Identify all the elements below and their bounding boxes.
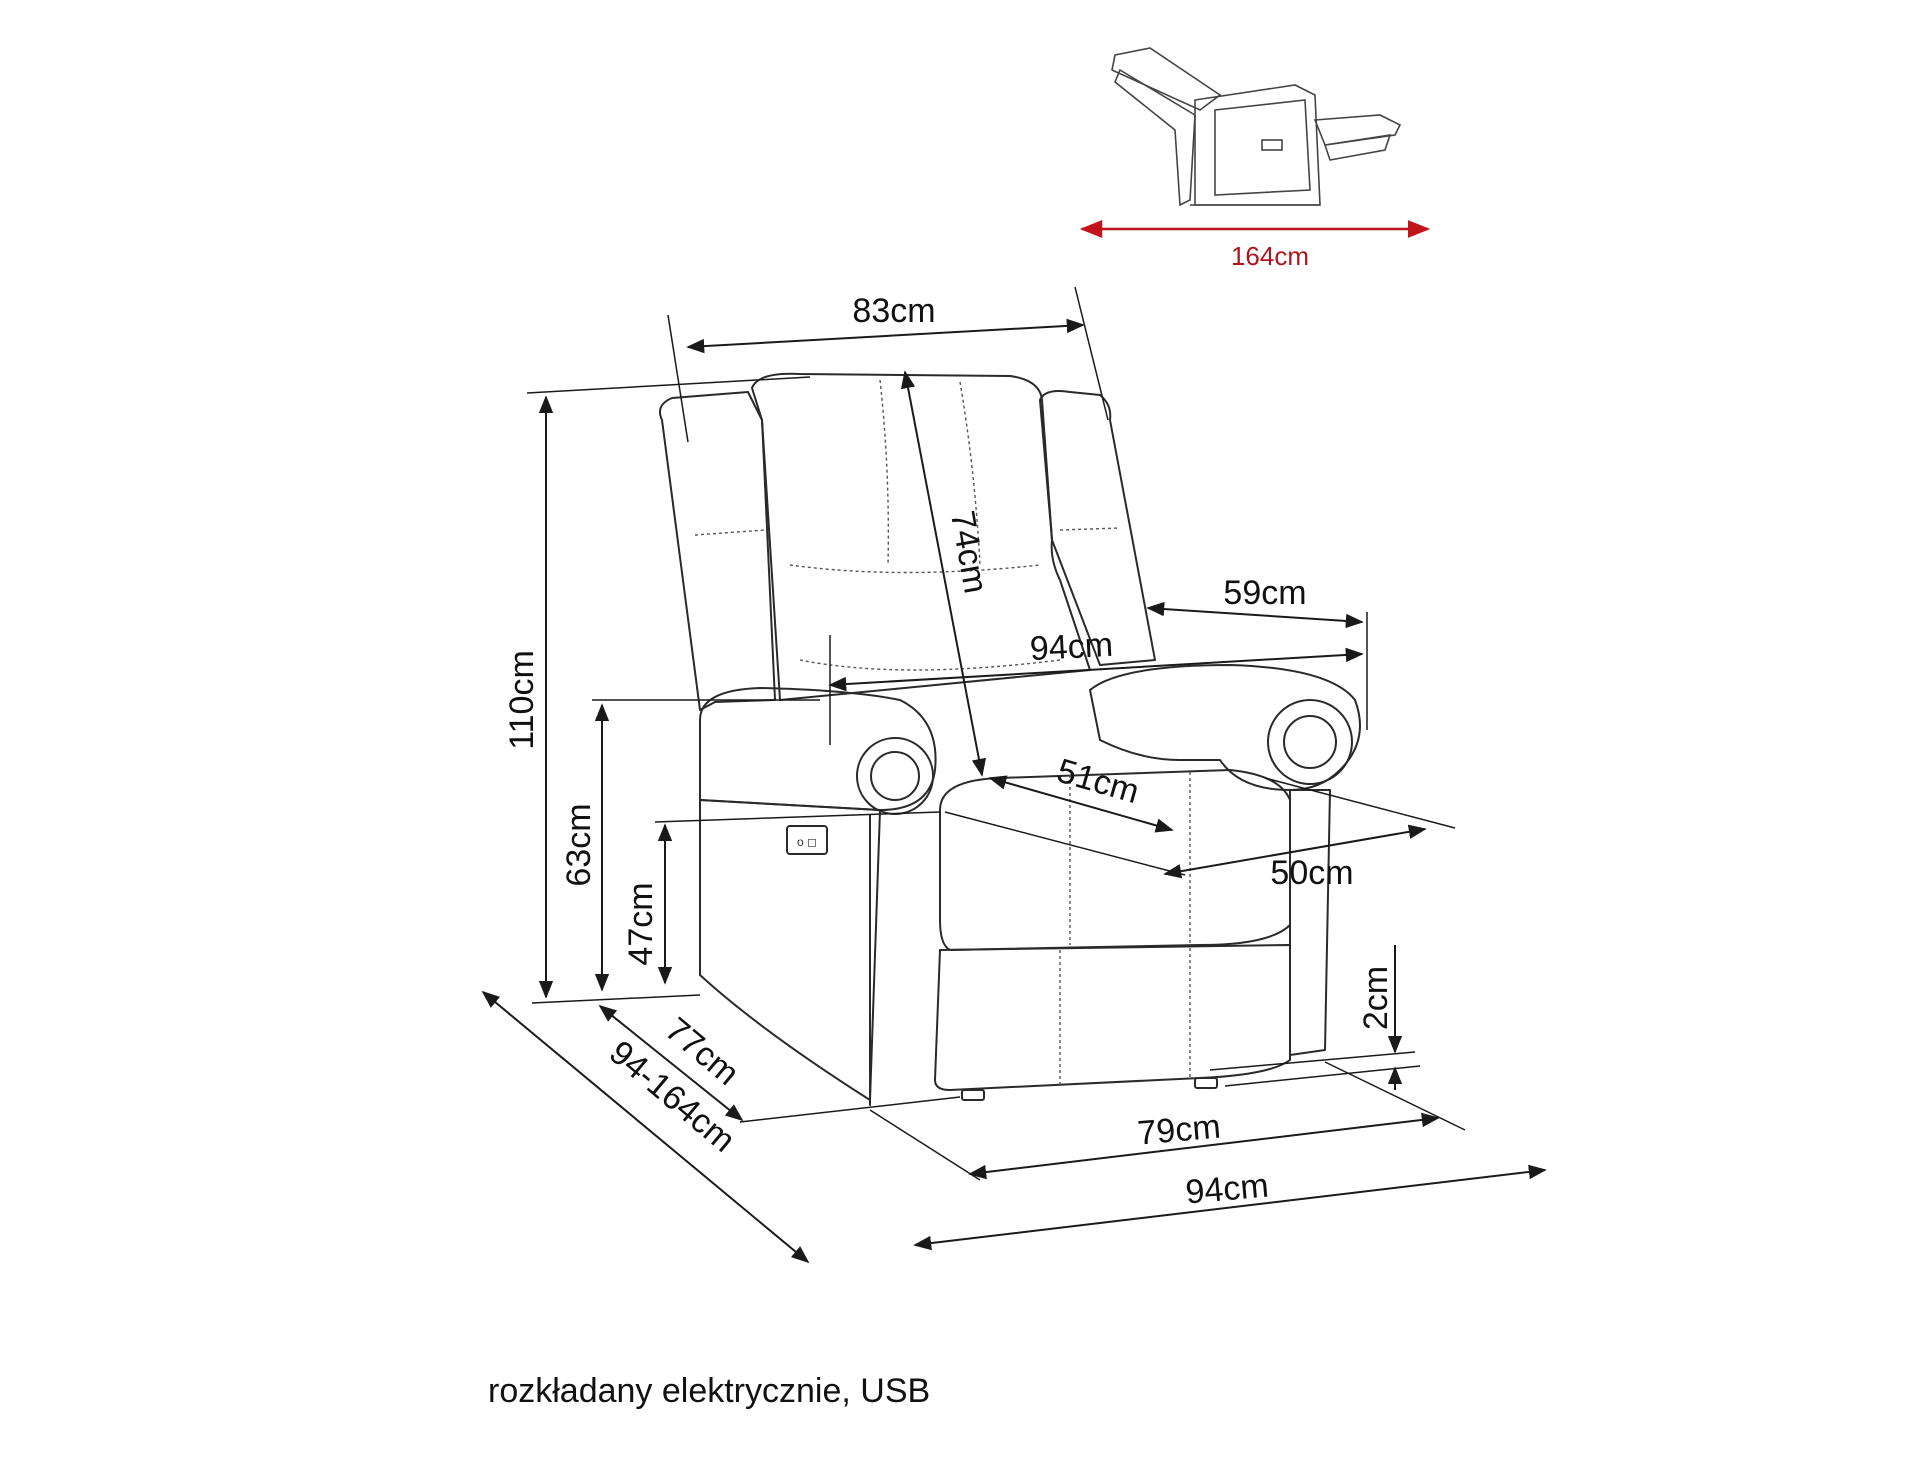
dimension-armrest-depth: 59cm [1146, 574, 1368, 730]
svg-text:94cm: 94cm [1029, 626, 1114, 668]
svg-text:74cm: 74cm [943, 508, 995, 596]
svg-text:50cm: 50cm [1270, 854, 1353, 892]
svg-text:94cm: 94cm [1184, 1166, 1270, 1211]
svg-text:110cm: 110cm [503, 650, 541, 750]
dimension-armrest-height: 63cm [560, 699, 820, 992]
svg-text:47cm: 47cm [622, 882, 660, 965]
dimension-total-width: 94cm [913, 1164, 1547, 1251]
usb-control-panel-icon [786, 825, 828, 855]
dimension-seat-width: 50cm [944, 777, 1456, 892]
dimension-total-height: 110cm [503, 376, 811, 999]
dimension-base-width: 79cm [869, 1061, 1466, 1181]
svg-text:59cm: 59cm [1223, 574, 1306, 612]
dimension-top-width: 83cm [667, 286, 1109, 443]
dimension-seat-height: 47cm [622, 811, 941, 985]
dimension-armrest-width: 94cm [828, 626, 1364, 745]
preview-width-label: 164cm [1231, 241, 1309, 271]
dimension-feet-height: 2cm [1209, 945, 1421, 1090]
svg-text:2cm: 2cm [1357, 966, 1395, 1030]
svg-text:79cm: 79cm [1136, 1107, 1222, 1152]
product-caption: rozkładany elektrycznie, USB [488, 1372, 931, 1410]
dimension-seat-depth: 51cm [988, 752, 1174, 833]
dimension-reclined-depth: 94-164cm [481, 990, 810, 1264]
svg-text:63cm: 63cm [560, 803, 598, 886]
svg-text:51cm: 51cm [1053, 752, 1143, 811]
svg-text:83cm: 83cm [852, 292, 935, 330]
svg-text:o ◻: o ◻ [797, 835, 817, 849]
reclined-chair-preview [1111, 47, 1402, 207]
dimension-backrest-height: 74cm [900, 370, 995, 777]
armchair-outline: o ◻ [659, 372, 1361, 1106]
